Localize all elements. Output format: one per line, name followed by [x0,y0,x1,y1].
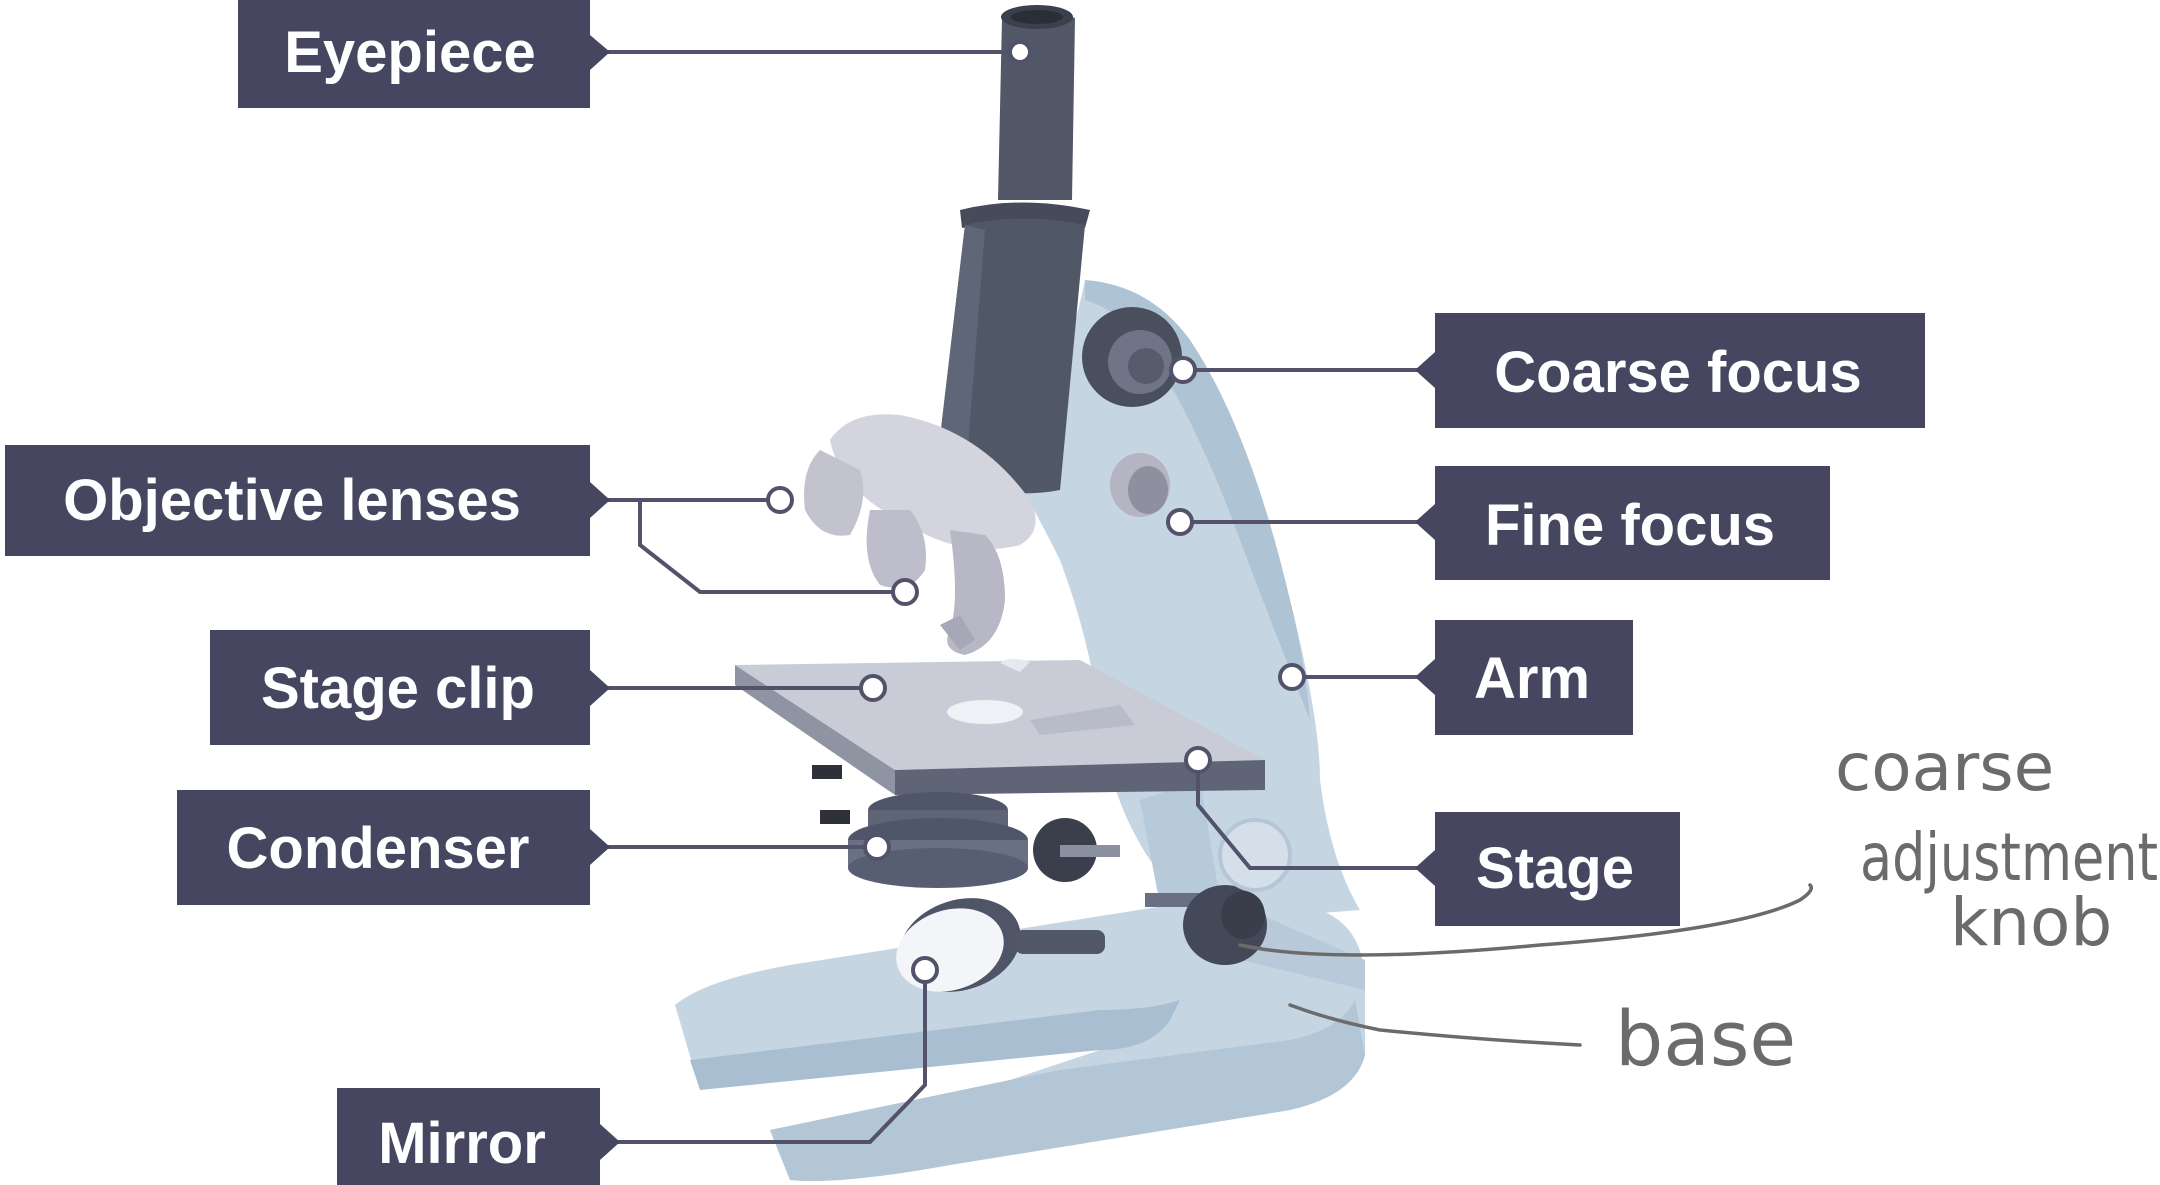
microscope-base [675,880,1365,1181]
label-objective-lenses-text: Objective lenses [63,468,521,533]
label-mirror: Mirror [337,1088,620,1185]
handwritten-coarse-line1: coarse [1835,729,2054,806]
label-coarse-focus-text: Coarse focus [1494,340,1861,405]
label-arm: Arm [1415,620,1633,735]
leader-objective-lenses [590,498,905,594]
handwritten-coarse-line2: adjustment [1860,819,2158,896]
handwritten-base: base [1615,994,1796,1083]
label-stage-clip: Stage clip [210,630,610,745]
label-mirror-text: Mirror [378,1111,546,1176]
handwritten-pointer-base [1288,1003,1582,1047]
leader-stage [1196,760,1420,870]
fine-adjustment-wheel [1218,818,1292,892]
label-condenser-text: Condenser [227,816,530,881]
label-fine-focus-text: Fine focus [1485,493,1775,558]
handwritten-pointer-coarse [1238,883,1813,957]
eyepiece-tube [935,5,1090,494]
handwritten-coarse-line3: knob [1950,884,2112,961]
handwritten-annotations [1238,883,1813,1047]
label-arm-text: Arm [1474,646,1590,711]
label-stage-clip-text: Stage clip [261,656,535,721]
label-eyepiece-text: Eyepiece [284,20,536,85]
leader-lines [590,50,1420,1144]
objective-lens-turret [804,414,1036,655]
label-condenser: Condenser [177,790,610,905]
label-eyepiece: Eyepiece [238,0,610,108]
leader-mirror [600,970,927,1144]
leader-dots [766,40,1306,984]
label-stage: Stage [1415,812,1680,926]
fine-focus-knob [1110,453,1170,517]
label-stage-text: Stage [1476,836,1634,901]
microscope-arm [1010,280,1360,920]
coarse-focus-knob [1082,307,1182,407]
label-objective-lenses: Objective lenses [5,445,610,556]
condenser-unit [812,765,1120,888]
label-coarse-focus: Coarse focus [1415,313,1925,428]
label-fine-focus: Fine focus [1415,466,1830,580]
